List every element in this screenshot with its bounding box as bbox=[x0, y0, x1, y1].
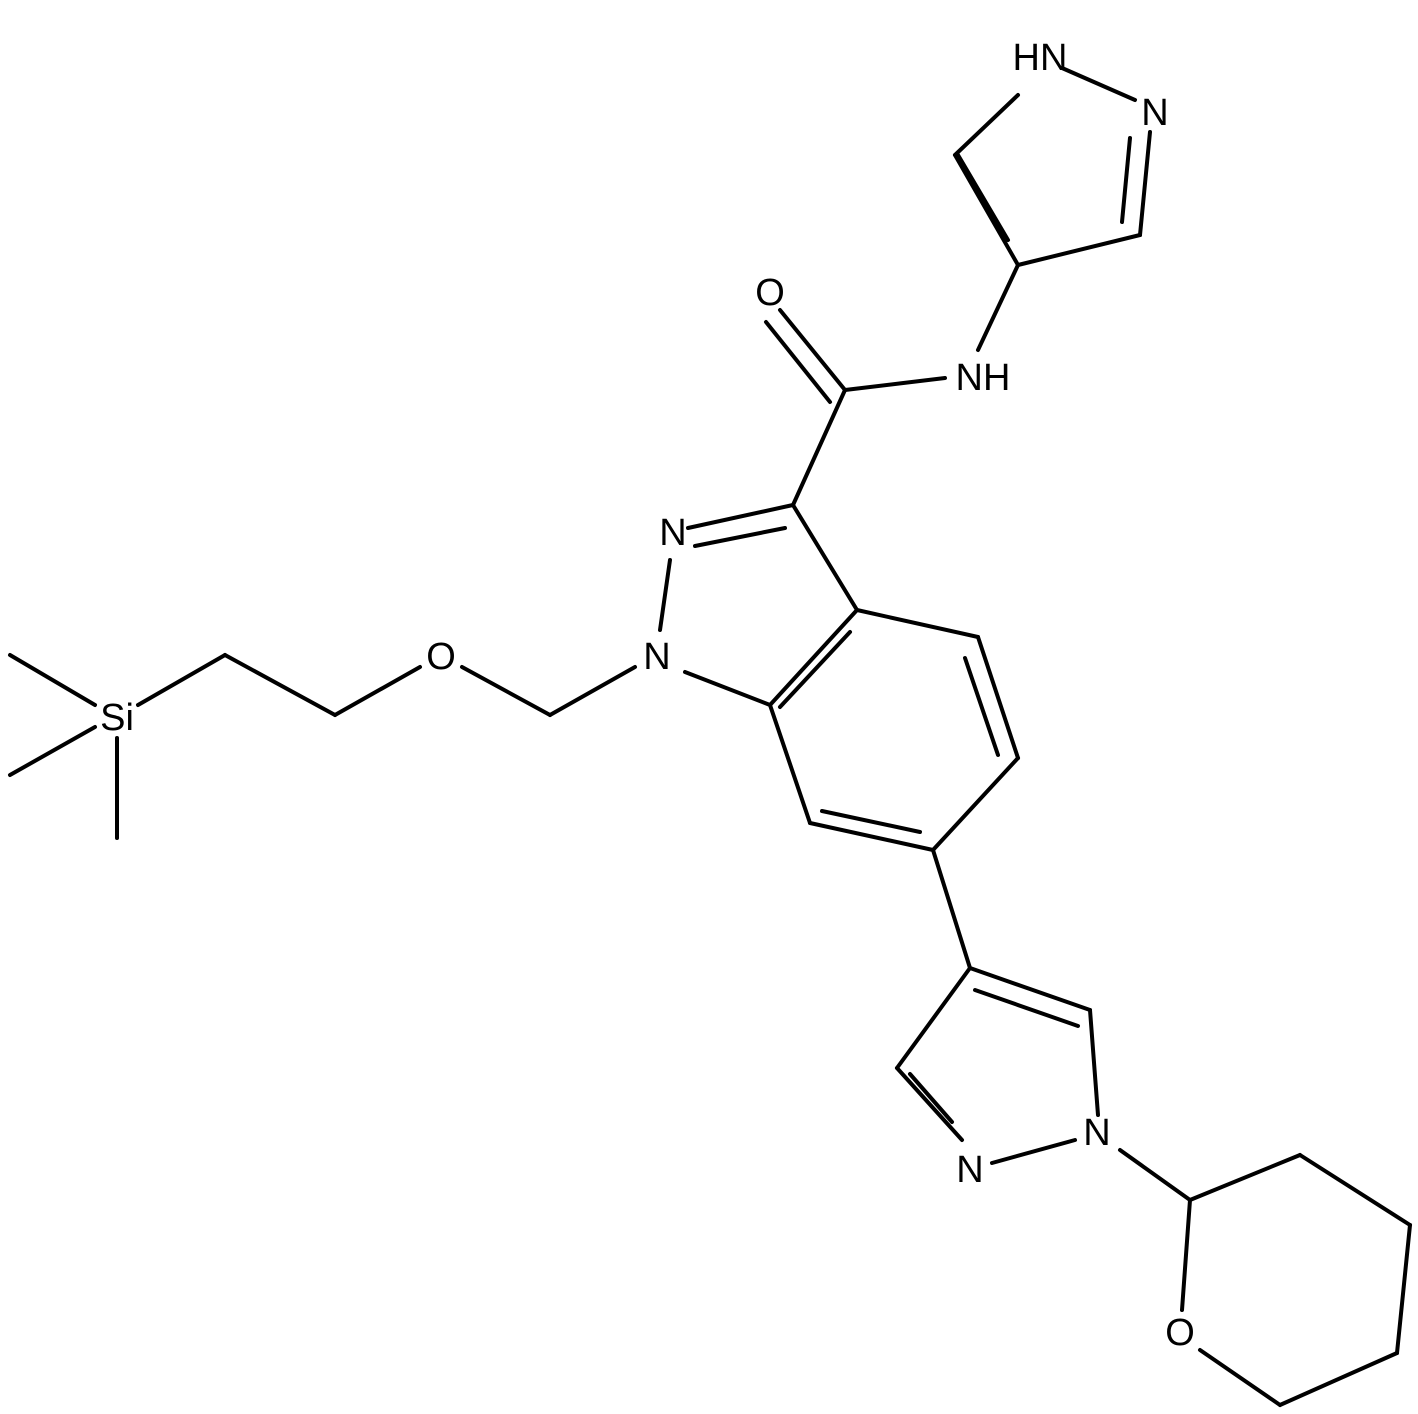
bond-tpz-c3-c4 bbox=[1016, 233, 1142, 267]
bond-c3-c3a bbox=[791, 503, 859, 612]
bond-bpz-n2-c3 bbox=[895, 1066, 964, 1142]
atom-nh-pyrazole: HN bbox=[1013, 37, 1068, 79]
bond-tpz-n1-n2 bbox=[1060, 66, 1137, 102]
bond-c3-carbonyl bbox=[791, 388, 847, 507]
bond-carbonyl-nh bbox=[843, 376, 947, 392]
bond-bpz-c5-n1 bbox=[1088, 1008, 1100, 1117]
bond-bpz-n1-n2 bbox=[990, 1138, 1077, 1165]
bond-bpz-c4-c5-inner bbox=[973, 988, 1080, 1028]
bond-tpz-c4-c5 bbox=[953, 153, 1020, 267]
bond-c6-c7 bbox=[808, 821, 935, 852]
bond-c5-c6 bbox=[931, 756, 1020, 852]
bond-carbonyl-o-1 bbox=[778, 308, 847, 392]
bond-n1-thp bbox=[1118, 1148, 1192, 1202]
bond-c4-c5-inner bbox=[963, 656, 1000, 757]
bond-tpz-n2-c3-inner bbox=[1120, 136, 1132, 224]
atom-n2-indazole: N bbox=[659, 512, 686, 554]
bond-si-methyl-1 bbox=[8, 653, 97, 707]
bond-thp-c6-o bbox=[1198, 1348, 1282, 1407]
bond-c3a-c7a bbox=[768, 608, 859, 707]
atom-o-carbonyl: O bbox=[755, 272, 785, 314]
bond-n2-c3 bbox=[686, 503, 795, 530]
bond-thp-o-c2 bbox=[1180, 1198, 1192, 1312]
bond-bpz-c3-c4 bbox=[895, 966, 972, 1070]
atom-o-ether: O bbox=[426, 636, 456, 678]
bond-bpz-n2-c3-inner bbox=[908, 1072, 954, 1124]
atom-si: Si bbox=[100, 697, 134, 739]
bond-tpz-n2-c3 bbox=[1138, 130, 1152, 237]
atom-n-pyrazole-top: N bbox=[1141, 92, 1168, 134]
bond-tpz-c4-c5-inner bbox=[956, 153, 1010, 242]
atom-n1-pyrazole-bottom: N bbox=[1083, 1112, 1110, 1154]
bond-thp-c3-c4 bbox=[1298, 1153, 1412, 1227]
atom-labels: Si O N N O NH HN N N N O bbox=[100, 37, 1195, 1354]
bond-thp-c5-c6 bbox=[1278, 1351, 1399, 1407]
bond-c6-pyrazole bbox=[931, 848, 972, 970]
bond-carbonyl-o-2 bbox=[764, 320, 832, 404]
bond-o-ch2 bbox=[460, 665, 552, 717]
bond-tpz-c5-n1 bbox=[953, 93, 1020, 157]
bond-c7-c7a bbox=[768, 703, 812, 825]
bond-c6-c7-inner bbox=[820, 809, 922, 834]
bond-bpz-c4-c5 bbox=[968, 966, 1092, 1012]
bond-n2-c3-inner bbox=[693, 526, 787, 548]
atom-nh-amide: NH bbox=[956, 357, 1011, 399]
atom-n2-pyrazole-bottom: N bbox=[956, 1149, 983, 1191]
bond-c7a-n1 bbox=[683, 670, 772, 707]
atom-o-thp: O bbox=[1165, 1312, 1195, 1354]
bond-si-ch2 bbox=[136, 653, 227, 707]
bond-nh-pyrazole bbox=[976, 263, 1020, 352]
bonds bbox=[8, 66, 1412, 1407]
bond-ch2-o bbox=[333, 665, 422, 717]
bond-c4-c5 bbox=[976, 635, 1020, 760]
bond-n1-n2 bbox=[658, 558, 672, 632]
bond-ch2-n1 bbox=[548, 665, 637, 717]
atom-n1-indazole: N bbox=[643, 636, 670, 678]
bond-c3a-c4 bbox=[855, 608, 980, 639]
bond-si-methyl-2 bbox=[8, 725, 97, 777]
bond-thp-c4-c5 bbox=[1395, 1223, 1412, 1355]
bond-c3a-c7a-inner bbox=[778, 630, 852, 709]
bond-thp-c2-c3 bbox=[1188, 1153, 1302, 1202]
bond-ch2-ch2 bbox=[223, 653, 337, 717]
